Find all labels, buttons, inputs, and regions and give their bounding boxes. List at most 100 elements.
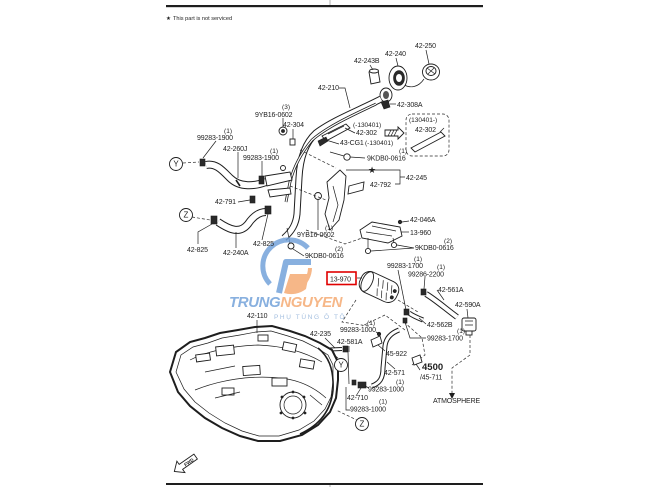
callout-clamp-42-825-left: 42-825 (187, 247, 208, 254)
callout-clamp-99283-1000-c: 99283-1000 (350, 407, 386, 414)
callout-clip-43-cg1: 43-CG1 (340, 140, 364, 147)
clip-42304 (289, 138, 296, 146)
retainer (380, 99, 391, 110)
callout-clamp-42-825-right: 42-825 (253, 241, 274, 248)
bushing (368, 68, 381, 85)
callout-bolt-9yb16-lower: 9YB16-0602 (297, 232, 335, 239)
bolt (286, 227, 295, 250)
callout-pipe-guard-old: 42-302 (356, 130, 377, 137)
canister-bracket (359, 219, 403, 255)
hose-42-561a (420, 288, 459, 320)
callout-qty: (1) (414, 256, 422, 263)
callout-bolt-9kdb0-right: 9KDB0-0616 (415, 245, 454, 252)
watermark-brand-secondary: NGUYEN (280, 294, 343, 311)
note-text: This part is not serviced (173, 16, 232, 22)
callout-clamp-99283-1700-lower: 99283-1700 (427, 336, 463, 343)
callout-qty: (3) (282, 104, 290, 111)
callout-pipe-42-581a: 42-581A (337, 339, 363, 346)
callout-clamp-99286-2200: 99286-2200 (408, 272, 444, 279)
revised-guard-box (405, 113, 450, 157)
callout-qty: (1) (396, 379, 404, 386)
z-marker-lower-label: Z (360, 420, 365, 429)
clamp-42791 (249, 195, 256, 204)
watermark-tagline: PHỤ TÙNG Ô TÔ (274, 312, 346, 321)
callout-canister-13-970: 13-970 (330, 277, 351, 284)
filler-ring (388, 65, 408, 91)
callout-hose-42-260j: 42-260J (223, 146, 247, 153)
clamp-42825-left (210, 215, 218, 225)
callout-clamp-99283-1700-upper: 99283-1700 (387, 263, 423, 270)
fwd-arrow-icon: FWD (173, 453, 198, 474)
change-arrow (384, 125, 405, 141)
callout-nut-42-046a: 42-046A (410, 217, 436, 224)
callout-qty: (1) (457, 328, 465, 335)
callout-valve-42-590a: 42-590A (455, 302, 481, 309)
fwd-label: FWD (183, 457, 195, 467)
hose-42-240a (210, 205, 272, 234)
callout-clamp-99283-1000-b: 99283-1000 (368, 387, 404, 394)
callout-qty: (2) (444, 238, 452, 245)
callout-plate-42-792: 42-792 (370, 182, 391, 189)
not-serviced-star-icon: ★ (368, 165, 376, 175)
callout-filler-ring: 42-240 (385, 51, 406, 58)
callout-qty: (1) (437, 264, 445, 271)
callout-clamp-99283-1900-left: 99283-1900 (197, 135, 233, 142)
callout-clamp-99283-1000-a: 99283-1000 (340, 327, 376, 334)
callout-hose-42-235: 42-235 (310, 331, 331, 338)
callout-bushing: 42-243B (354, 58, 380, 65)
callout-note: (130401-) (409, 117, 437, 124)
z-marker-lower (355, 417, 369, 431)
hose-42-260j (199, 158, 268, 190)
star-icon: ★ (166, 15, 171, 22)
valve-42-590a (461, 317, 477, 336)
clip-43cg1 (317, 136, 329, 147)
filler-pipe (281, 95, 383, 241)
y-marker-lower-label: Y (338, 361, 344, 370)
callout-qty: (2) (335, 246, 343, 253)
fuel-tank (168, 324, 339, 442)
bottom-rule (166, 483, 483, 485)
callout-45-711: /45-711 (420, 375, 442, 382)
bracket-42-245 (324, 169, 365, 231)
watermark-brand-primary: TRUNG (229, 294, 281, 311)
callout-clamp-42-791: 42-791 (215, 199, 236, 206)
charcoal-canister (358, 271, 400, 303)
plate-42792 (347, 181, 365, 195)
bolt (329, 151, 351, 161)
callout-clip-42304: 42-304 (283, 122, 304, 129)
callout-fuel-tank: 42-110 (247, 313, 268, 320)
y-marker-upper-label: Y (173, 160, 179, 169)
highlight-box (326, 271, 357, 286)
callout-qty: (1) (399, 148, 407, 155)
callout-part-42-710: 42-710 (347, 395, 368, 402)
drawing: FWD (168, 49, 477, 474)
callout-bolt-9kdb0-upper: 9KDB0-0616 (367, 156, 406, 163)
callout-hose-42-240a: 42-240A (223, 250, 249, 257)
callout-bolt-9kdb0-middle: 9KDB0-0616 (305, 253, 344, 260)
watermark: TRUNGNGUYEN PHỤ TÙNG Ô TÔ (229, 237, 346, 321)
leader-lines (197, 49, 469, 411)
callout-qty: (1) (325, 225, 333, 232)
callout-bolt-9yb16-upper: 9YB16-0602 (255, 112, 293, 119)
callout-4500: 4500 (422, 362, 443, 373)
y-marker-lower (334, 358, 348, 372)
clamp-42825-right (264, 205, 272, 215)
callout-clamp-99283-1900-right: 99283-1900 (243, 155, 279, 162)
top-rule (166, 5, 483, 8)
evap-lines (182, 149, 471, 424)
callout-qty: (1) (224, 128, 232, 135)
callout-note: (-130401) (353, 122, 381, 129)
callout-note: (-130401) (365, 140, 393, 147)
service-note: ★ This part is not serviced (166, 15, 232, 22)
callout-retainer: 42-308A (397, 102, 423, 109)
callout-fuel-cap: 42-250 (415, 43, 436, 50)
callout-hose-42-562b: 42-562B (427, 322, 453, 329)
atmosphere-label: ATMOSPHERE (433, 398, 480, 405)
hose-42-562b (402, 308, 424, 324)
callout-filler-pipe: 42-210 (318, 85, 339, 92)
y-marker-upper (169, 157, 183, 171)
filler-neck (379, 87, 393, 103)
vapor-hose-group (317, 327, 423, 389)
